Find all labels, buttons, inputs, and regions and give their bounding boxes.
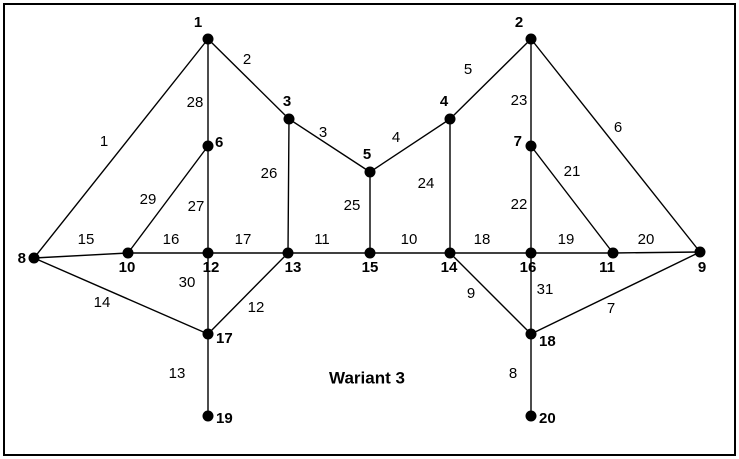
- edge-label-16: 16: [163, 231, 180, 248]
- graph-edge-1[interactable]: [33, 38, 209, 259]
- graph-node-4[interactable]: [444, 113, 456, 125]
- graph-edge-12[interactable]: [207, 252, 289, 335]
- node-label-20: 20: [539, 410, 556, 427]
- edge-label-9: 9: [467, 285, 475, 302]
- border-frame: [3, 3, 736, 456]
- diagram-caption: Wariant 3: [329, 368, 405, 387]
- graph-edge-21[interactable]: [530, 145, 614, 254]
- graph-node-19[interactable]: [202, 410, 214, 422]
- graph-node-18[interactable]: [525, 328, 537, 340]
- node-label-2: 2: [515, 14, 523, 31]
- edge-label-18: 18: [474, 231, 491, 248]
- node-label-9: 9: [698, 259, 706, 276]
- graph-node-9[interactable]: [694, 246, 706, 258]
- graph-edge-2[interactable]: [207, 38, 290, 120]
- graph-node-12[interactable]: [202, 247, 214, 259]
- graph-edge-15[interactable]: [33, 252, 129, 259]
- edge-label-8: 8: [509, 365, 517, 382]
- edge-label-6: 6: [614, 119, 622, 136]
- edge-label-7: 7: [607, 300, 615, 317]
- node-label-5: 5: [363, 146, 371, 163]
- graph-node-3[interactable]: [283, 113, 295, 125]
- edges-layer: [33, 38, 701, 417]
- graph-edge-9[interactable]: [449, 252, 532, 335]
- edge-label-25: 25: [344, 197, 361, 214]
- edge-label-5: 5: [464, 61, 472, 78]
- edge-label-24: 24: [418, 175, 435, 192]
- edge-label-30: 30: [179, 274, 196, 291]
- node-label-13: 13: [285, 259, 302, 276]
- graph-node-1[interactable]: [202, 33, 214, 45]
- edge-label-22: 22: [511, 196, 528, 213]
- node-label-12: 12: [203, 259, 220, 276]
- edge-label-15: 15: [78, 231, 95, 248]
- graph-node-6[interactable]: [202, 140, 214, 152]
- graph-edge-14[interactable]: [33, 257, 209, 335]
- edge-label-23: 23: [511, 92, 528, 109]
- nodes-layer: [28, 33, 706, 422]
- graph-node-11[interactable]: [607, 247, 619, 259]
- node-label-11: 11: [599, 259, 615, 276]
- node-label-7: 7: [514, 133, 522, 150]
- graph-node-20[interactable]: [525, 410, 537, 422]
- node-label-6: 6: [215, 134, 223, 151]
- edge-label-21: 21: [564, 163, 581, 180]
- edge-label-2: 2: [243, 51, 251, 68]
- edge-label-3: 3: [319, 124, 327, 141]
- edge-label-12: 12: [248, 299, 265, 316]
- node-label-16: 16: [520, 259, 537, 276]
- edge-label-28: 28: [187, 94, 204, 111]
- node-label-1: 1: [194, 14, 202, 31]
- node-label-8: 8: [18, 250, 26, 267]
- edge-label-26: 26: [261, 165, 278, 182]
- graph-node-7[interactable]: [525, 140, 537, 152]
- edge-label-27: 27: [188, 198, 205, 215]
- graph-node-14[interactable]: [444, 247, 456, 259]
- node-label-19: 19: [216, 410, 233, 427]
- edge-label-29: 29: [140, 191, 157, 208]
- graph-node-15[interactable]: [364, 247, 376, 259]
- graph-edge-3[interactable]: [288, 118, 371, 173]
- graph-edge-20[interactable]: [612, 251, 701, 254]
- graph-edge-26[interactable]: [287, 118, 290, 254]
- graph-node-13[interactable]: [282, 247, 294, 259]
- node-label-10: 10: [119, 259, 136, 276]
- graph-edge-6[interactable]: [530, 38, 701, 253]
- edge-label-17: 17: [235, 231, 252, 248]
- graph-edge-29[interactable]: [127, 145, 209, 254]
- edge-label-14: 14: [94, 294, 111, 311]
- graph-edge-7[interactable]: [530, 251, 701, 335]
- graph-edge-4[interactable]: [369, 118, 451, 173]
- edge-label-19: 19: [558, 231, 575, 248]
- edge-label-31: 31: [537, 281, 554, 298]
- node-label-3: 3: [283, 93, 291, 110]
- node-label-15: 15: [362, 259, 379, 276]
- node-label-4: 4: [440, 93, 449, 110]
- node-label-18: 18: [539, 333, 556, 350]
- graph-node-16[interactable]: [525, 247, 537, 259]
- node-label-17: 17: [216, 330, 233, 347]
- graph-edge-5[interactable]: [449, 38, 532, 120]
- graph-node-17[interactable]: [202, 328, 214, 340]
- edge-label-11: 11: [314, 231, 330, 248]
- node-label-14: 14: [441, 259, 458, 276]
- edge-label-1: 1: [100, 133, 108, 150]
- edge-label-20: 20: [638, 231, 655, 248]
- edge-label-10: 10: [401, 231, 418, 248]
- edge-label-4: 4: [392, 129, 400, 146]
- graph-node-10[interactable]: [122, 247, 134, 259]
- edge-label-13: 13: [169, 365, 186, 382]
- graph-node-2[interactable]: [525, 33, 537, 45]
- graph-node-8[interactable]: [28, 252, 40, 264]
- graph-node-5[interactable]: [364, 166, 376, 178]
